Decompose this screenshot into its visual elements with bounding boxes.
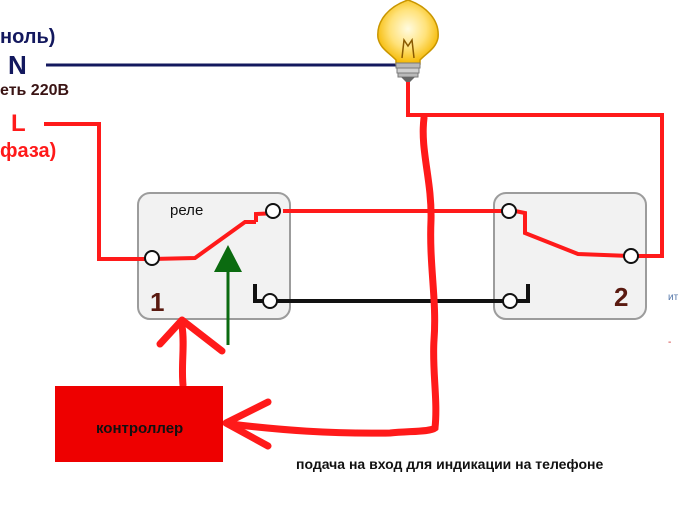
relay-contact <box>151 220 256 261</box>
neutral-label: ноль) <box>0 26 56 48</box>
terminal-2-bottom <box>502 293 518 309</box>
sense-wire <box>226 114 440 437</box>
relay-label: реле <box>170 202 204 219</box>
terminal-1-top <box>265 203 281 219</box>
switch-2-contact <box>514 209 631 258</box>
arrow-left-icon <box>222 398 272 450</box>
switch-1-number: 1 <box>150 287 165 317</box>
terminal-1-bottom <box>262 293 278 309</box>
neutral-letter: N <box>8 50 27 80</box>
indication-note: подача на вход для индикации на телефоне <box>296 456 604 472</box>
relay-control-arrowhead <box>156 316 226 355</box>
switch-2-number: 2 <box>614 282 629 312</box>
phase-wire-in <box>44 122 152 261</box>
terminal-2-top <box>501 203 517 219</box>
phase-letter: L <box>11 110 26 137</box>
light-bulb-icon <box>377 0 439 82</box>
switch-1-box <box>137 192 291 320</box>
relay-control-wire <box>178 322 187 389</box>
terminal-1-left <box>144 250 160 266</box>
arrow-up-icon <box>214 245 242 345</box>
network-voltage-label: еть 220В <box>0 82 70 99</box>
controller-box <box>55 386 223 462</box>
terminal-2-right <box>623 248 639 264</box>
edge-dash-fragment: - <box>668 337 672 348</box>
controller-label: контроллер <box>96 420 184 437</box>
edge-text-fragment: ит <box>668 292 679 303</box>
phase-label: фаза) <box>0 140 57 162</box>
phase-wire-to-lamp <box>406 80 664 258</box>
